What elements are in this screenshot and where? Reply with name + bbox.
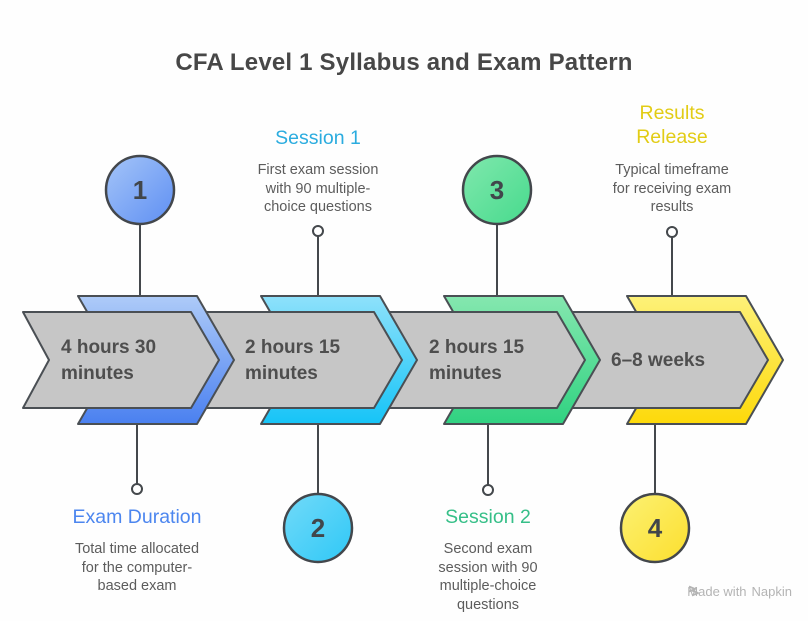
connector-rings xyxy=(131,225,678,496)
step2-number: 2 xyxy=(310,512,326,543)
ring-step4-top xyxy=(666,226,678,238)
napkin-logo-icon xyxy=(688,585,700,597)
step4-number: 4 xyxy=(647,512,663,543)
step3-duration-label: 2 hours 15 minutes xyxy=(429,337,525,384)
step1-annotation-heading: Exam Duration xyxy=(72,506,202,528)
step3-annotation-body: Second exam session with 90 multiple-cho… xyxy=(438,541,538,613)
step1-number: 1 xyxy=(132,174,148,205)
ring-step2-top xyxy=(312,225,324,237)
diagram-title: CFA Level 1 Syllabus and Exam Pattern xyxy=(175,49,633,76)
step3-number: 3 xyxy=(489,174,505,205)
circle-step4 xyxy=(619,492,691,564)
watermark-brand: Napkin xyxy=(751,584,792,599)
step3-annotation-heading: Session 2 xyxy=(445,506,531,528)
ring-step3-bottom xyxy=(482,484,494,496)
chevron-body-step1 xyxy=(22,311,220,409)
step1-annotation-body: Total time allocated for the computer-ba… xyxy=(74,541,200,594)
circle-step2 xyxy=(282,492,354,564)
step2-duration-label: 2 hours 15 minutes xyxy=(245,337,341,384)
step-circles xyxy=(104,154,691,564)
watermark: Made with Napkin xyxy=(687,584,792,599)
step1-duration-label: 4 hours 30 minutes xyxy=(61,337,157,384)
step4-duration-label: 6–8 weeks xyxy=(611,350,706,371)
step4-annotation-heading: Results Release xyxy=(636,102,708,148)
watermark-prefix: Made with xyxy=(687,584,747,599)
step4-annotation-body: Typical timeframe for receiving exam res… xyxy=(612,162,732,215)
circle-step1 xyxy=(104,154,176,226)
circle-step3 xyxy=(461,154,533,226)
step2-annotation-heading: Session 1 xyxy=(275,127,361,149)
step2-annotation-body: First exam session with 90 multiple-choi… xyxy=(257,162,379,215)
chevron-band xyxy=(22,295,784,425)
ring-step1-bottom xyxy=(131,483,143,495)
